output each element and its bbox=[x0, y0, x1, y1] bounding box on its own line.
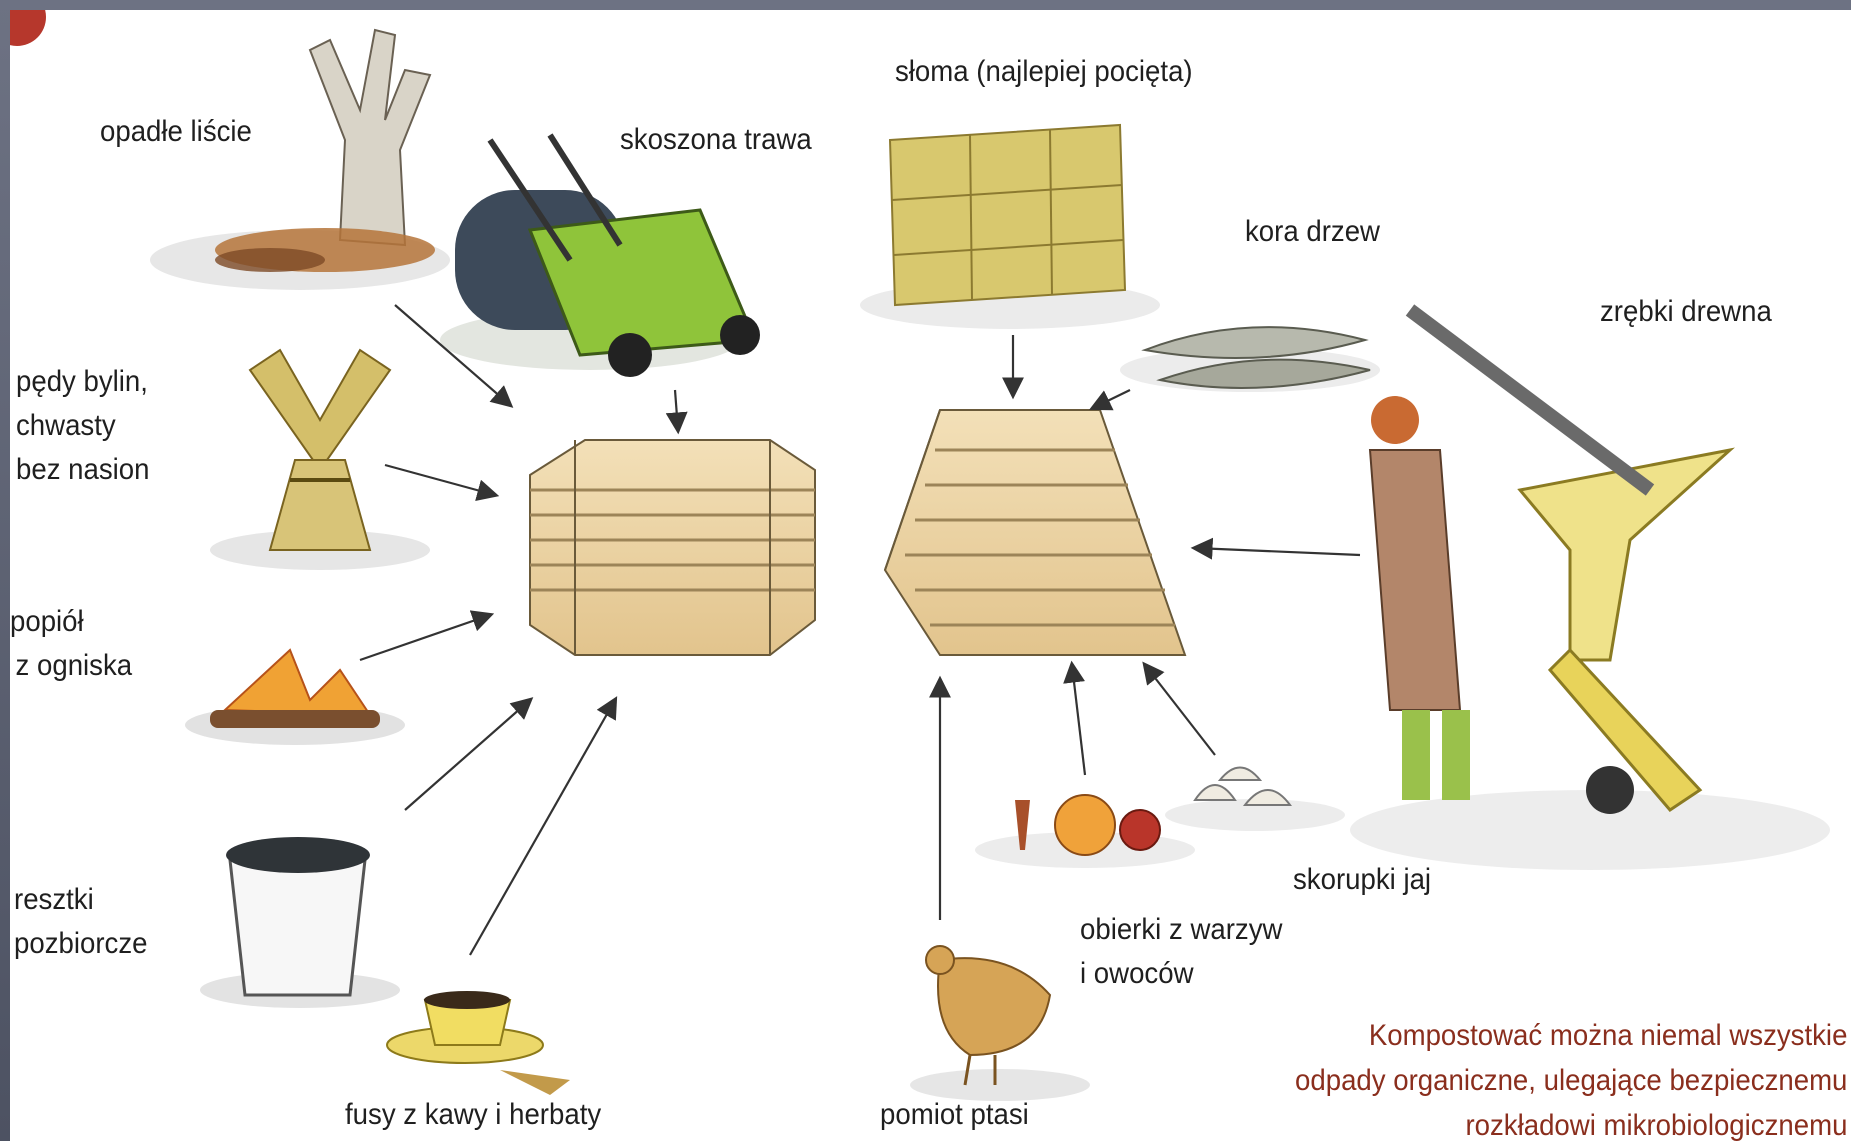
label-kora-drzew: kora drzew bbox=[1245, 210, 1380, 254]
caption-note: Kompostować można niemal wszystkie odpad… bbox=[1295, 1013, 1847, 1141]
label-skorupki: skorupki jaj bbox=[1293, 858, 1431, 902]
label-resztki: resztki pozbiorcze bbox=[14, 878, 147, 966]
label-obierki: obierki z warzyw i owoców bbox=[1080, 908, 1282, 996]
label-pomiot: pomiot ptasi bbox=[880, 1093, 1029, 1137]
trapezoid-compost-bin-icon bbox=[885, 410, 1185, 655]
label-line: pozbiorcze bbox=[14, 922, 147, 966]
label-line: i owoców bbox=[1080, 952, 1282, 996]
hexagonal-compost-bin-icon bbox=[530, 440, 815, 655]
arrow-bucket bbox=[405, 700, 530, 810]
label-zrebki-drewna: zrębki drewna bbox=[1600, 290, 1772, 334]
label-line: chwasty bbox=[16, 404, 150, 448]
caption-line: odpady organiczne, ulegające bezpiecznem… bbox=[1295, 1058, 1847, 1103]
wood-chipper-icon bbox=[1350, 310, 1830, 870]
coffee-cup-icon bbox=[387, 991, 570, 1095]
arrow-bark bbox=[1093, 390, 1130, 408]
peels-icon bbox=[975, 795, 1195, 868]
caption-line: rozkładowi mikrobiologicznemu bbox=[1295, 1103, 1847, 1141]
arrow-eggshells bbox=[1145, 665, 1215, 755]
label-line: obierki z warzyw bbox=[1080, 908, 1282, 952]
arrow-coffee bbox=[470, 700, 615, 955]
label-opadle-liscie: opadłe liście bbox=[100, 110, 252, 154]
label-popiol: popiół z ogniska bbox=[10, 600, 132, 688]
bucket-icon bbox=[200, 837, 400, 1008]
label-line: z ogniska bbox=[10, 644, 132, 688]
label-pedy-bylin: pędy bylin, chwasty bez nasion bbox=[16, 360, 150, 492]
arrow-chipper bbox=[1195, 548, 1360, 555]
composting-diagram: opadłe liście skoszona trawa słoma (najl… bbox=[10, 10, 1851, 1141]
arrow-grass bbox=[675, 390, 678, 430]
tree-icon bbox=[150, 30, 450, 290]
label-sloma: słoma (najlepiej pocięta) bbox=[895, 50, 1193, 94]
bark-pile-icon bbox=[1120, 327, 1380, 392]
straw-bale-icon bbox=[860, 125, 1160, 329]
arrow-peels bbox=[1072, 665, 1085, 775]
caption-line: Kompostować można niemal wszystkie bbox=[1295, 1013, 1847, 1058]
label-line: popiół bbox=[10, 600, 132, 644]
label-fusy: fusy z kawy i herbaty bbox=[345, 1093, 601, 1137]
arrows bbox=[360, 305, 1360, 955]
illustration-layer bbox=[10, 10, 1851, 1141]
label-skoszona-trawa: skoszona trawa bbox=[620, 118, 812, 162]
eggshells-icon bbox=[1165, 768, 1345, 832]
hen-icon bbox=[910, 946, 1090, 1101]
arrow-ash bbox=[360, 615, 490, 660]
label-line: pędy bylin, bbox=[16, 360, 150, 404]
arrow-sheaf bbox=[385, 465, 495, 495]
label-line: resztki bbox=[14, 878, 147, 922]
sheaf-icon bbox=[210, 350, 430, 570]
label-line: bez nasion bbox=[16, 448, 150, 492]
campfire-icon bbox=[185, 650, 405, 745]
lawn-mower-icon bbox=[440, 135, 760, 377]
